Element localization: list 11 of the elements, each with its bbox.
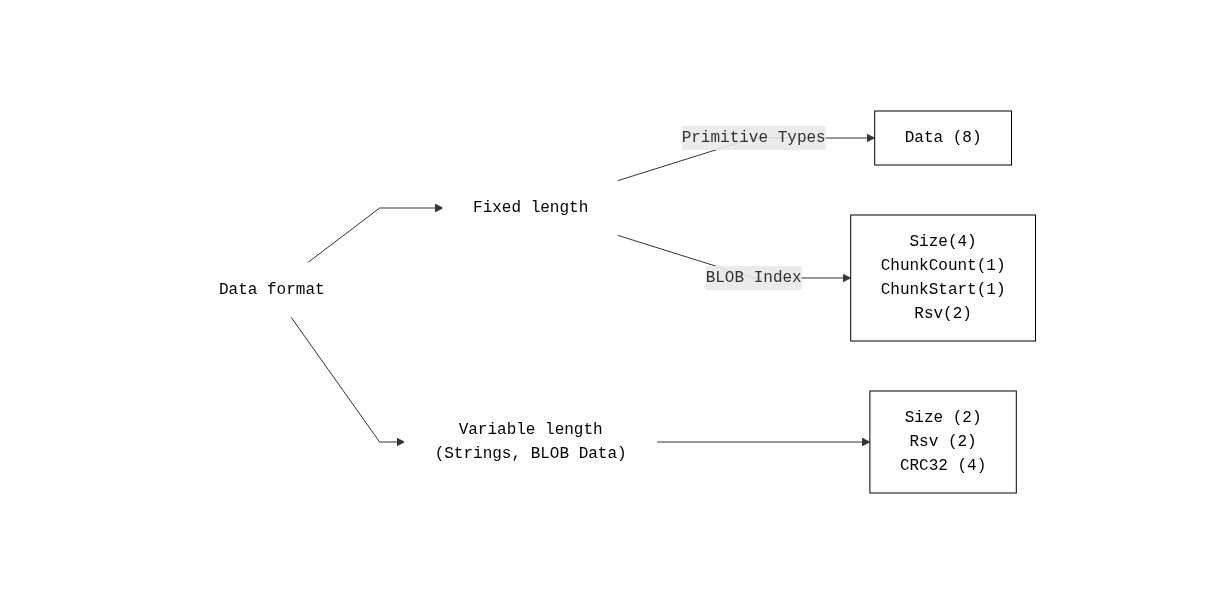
node-text: Data format xyxy=(218,280,325,299)
node-text: Variable length (Strings, BLOB Data) xyxy=(434,420,627,463)
edge-label: Primitive Types xyxy=(681,128,826,147)
node-text: Fixed length xyxy=(472,198,588,217)
edge-label: BLOB Index xyxy=(705,268,802,287)
node-box: Size (2) Rsv (2) CRC32 (4) xyxy=(869,390,1017,493)
arrow xyxy=(306,203,444,263)
node-box: Size(4) ChunkCount(1) ChunkStart(1) Rsv(2) xyxy=(849,214,1036,341)
node-box: Data (8) xyxy=(873,110,1012,165)
arrow xyxy=(655,437,871,446)
arrow xyxy=(290,316,405,446)
